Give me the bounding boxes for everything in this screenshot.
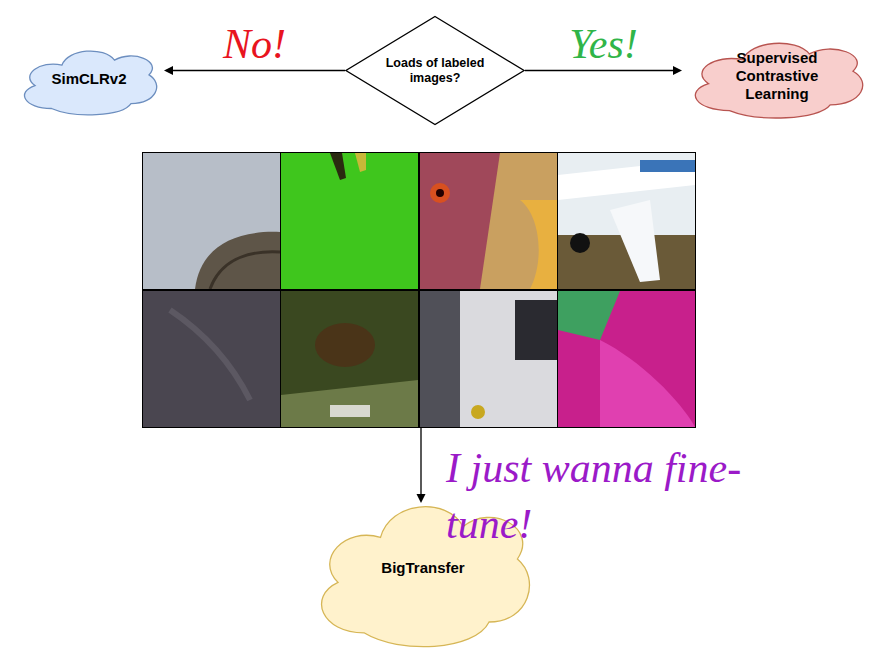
decision-diamond: Loads of labeled images? [345,16,525,125]
arrow-connector [525,66,682,75]
handwritten-note: I just wanna fine-tune! [446,440,791,552]
down-arrow [417,428,426,503]
edge-label: No! [223,23,286,65]
node-label: Loads of labeled images? [376,56,494,86]
node-label: SimCLRv2 [51,70,126,88]
node-label: BigTransfer [381,559,464,577]
node-label: Supervised Contrastive Learning [717,49,837,103]
arrow-connector [164,66,345,75]
cloud-node: SimCLRv2 [14,38,164,120]
edge-label: Yes! [569,23,637,65]
cloud-node: Supervised Contrastive Learning [682,28,872,124]
image-grid [142,152,696,428]
